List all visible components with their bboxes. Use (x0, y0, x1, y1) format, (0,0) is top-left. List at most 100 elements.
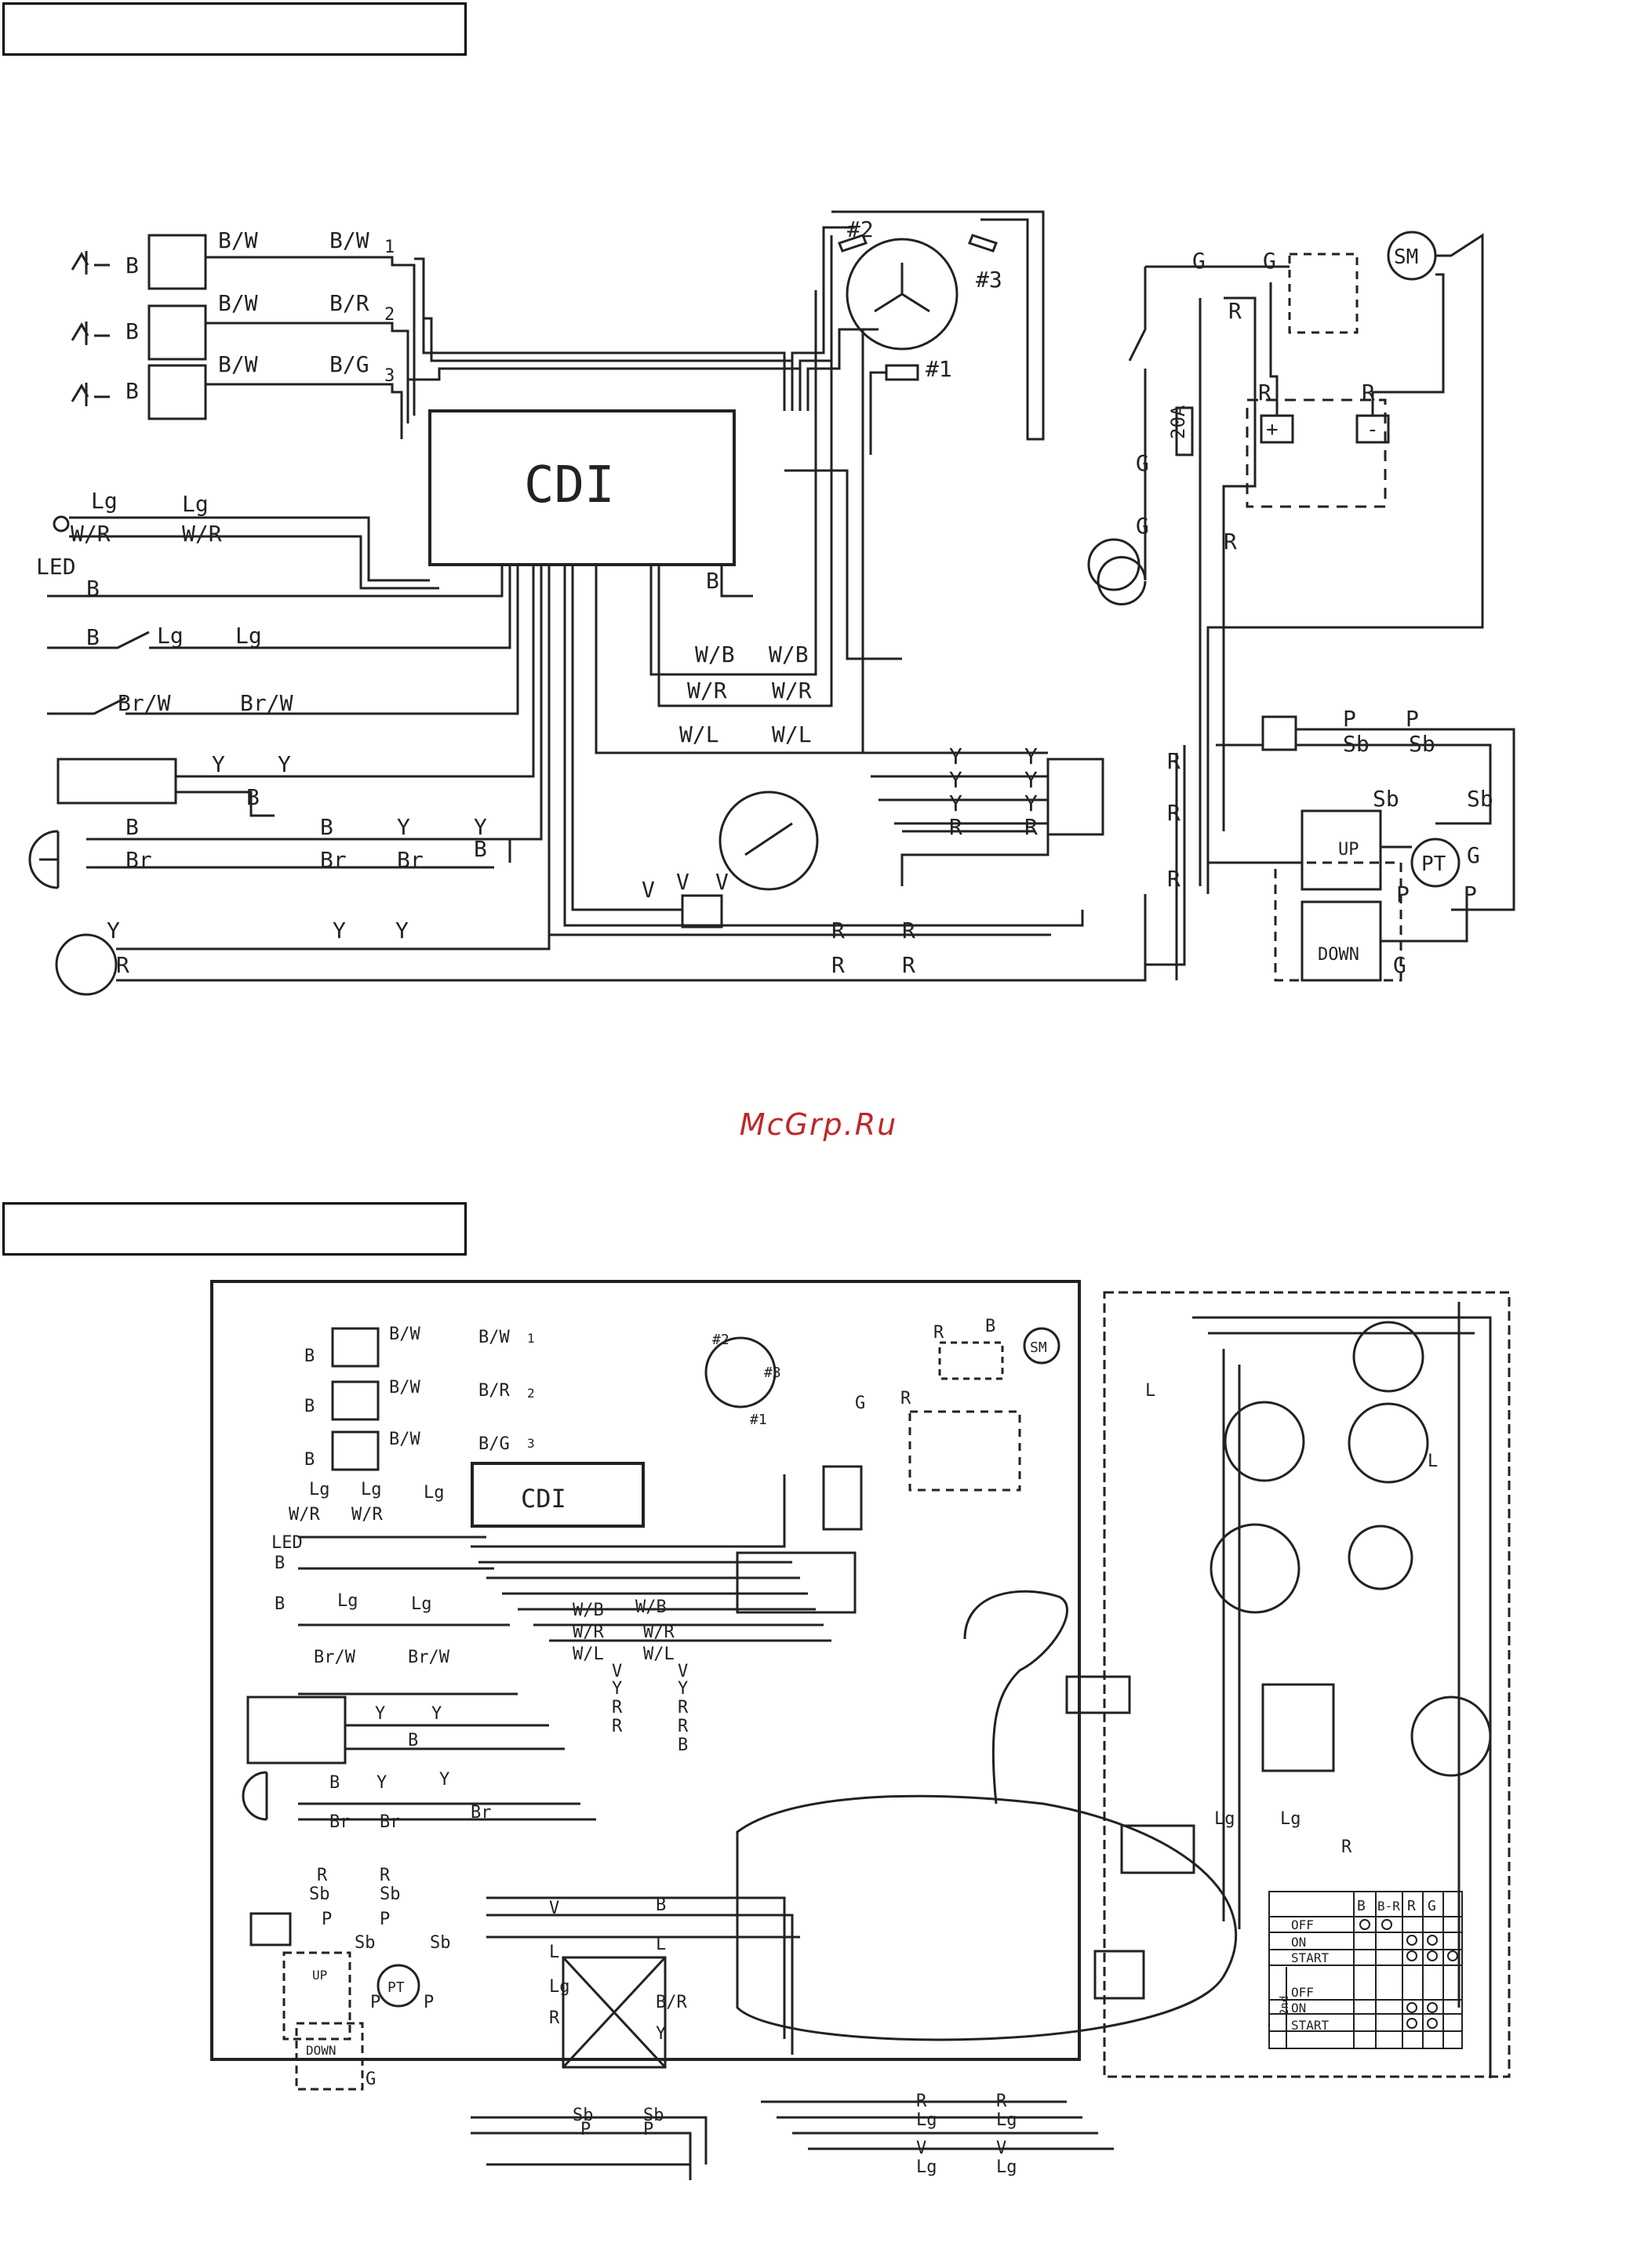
wire-color-label: Y (397, 814, 410, 840)
wire-color-label: ON (1291, 1935, 1306, 1950)
wire-color-label: B/W (218, 351, 258, 377)
ignition-switch-table (1268, 1891, 1463, 2049)
wire-color-label: R (1167, 866, 1180, 892)
wire-color-label: P (380, 1910, 390, 1929)
wire-color-label: W/B (635, 1597, 667, 1617)
wire-color-label: R (1258, 380, 1271, 405)
wire-color-label: Br (397, 847, 424, 873)
wire-color-label: R (831, 918, 845, 943)
wire-color-label: Br (329, 1812, 351, 1832)
wire-bw-1 (206, 256, 416, 416)
wire-color-label: L (1145, 1381, 1155, 1401)
up-label: UP (1338, 840, 1359, 860)
wire-color-label: Y (431, 1704, 442, 1724)
wire-color-label: W/B (573, 1601, 604, 1620)
wire-color-label: R (380, 1866, 391, 1885)
wire-color-label: B (126, 318, 139, 344)
wire-color-label: Y (333, 918, 346, 943)
wire-color-label: B/R (478, 1381, 510, 1401)
wire-color-label: L (1428, 1452, 1438, 1471)
wire-color-label: Sb (1409, 731, 1435, 757)
wire-color-label: B/W (218, 290, 258, 316)
wire-color-label: W/R (289, 1505, 320, 1525)
wire-color-label: P (1406, 706, 1419, 732)
wire-color-label: OFF (1291, 1985, 1314, 2000)
wire-color-label: W/B (769, 642, 809, 667)
wire-color-label: R (549, 2008, 560, 2028)
wire-color-label: W/R (182, 521, 222, 547)
wire-color-label: G (855, 1394, 865, 1413)
wire-color-label: W/L (679, 721, 719, 747)
wire-color-label: B (275, 1554, 285, 1573)
gauge-3 (1348, 1402, 1429, 1484)
wire-color-label: B (678, 1736, 688, 1755)
wire-color-label: P (1343, 706, 1356, 732)
pickup-coil-1 (885, 364, 919, 381)
ign1-label: 1 (384, 238, 395, 257)
key-switch (1065, 1675, 1131, 1714)
wire-color-label: R (1341, 1837, 1352, 1857)
key-switch (1087, 538, 1140, 591)
wire-color-label: Y (949, 743, 962, 769)
wire-color-label: B (706, 568, 719, 594)
wire-color-label: P (424, 1993, 434, 2012)
switch-table-marks (1359, 1919, 1458, 2029)
wire-color-label: Br (320, 847, 347, 873)
pt-label: PT (1421, 852, 1446, 876)
wire-color-label: B (1357, 1898, 1366, 1914)
wire-color-label: Lg (424, 1483, 445, 1503)
wire-color-label: V (612, 1662, 622, 1681)
wire-color-label: R (678, 1717, 689, 1736)
top-title-box (2, 2, 467, 56)
ignition-coil-3 (147, 364, 207, 420)
wire-color-label: Sb (1343, 731, 1370, 757)
wire-color-label: P (580, 2120, 591, 2139)
wire-color-label: W/L (573, 1645, 604, 1664)
wire-color-label: R (831, 952, 845, 978)
wire-color-label: Lg (235, 623, 262, 649)
wire-color-label: OFF (1291, 1917, 1314, 1932)
wire-color-label: R (1167, 748, 1180, 774)
wire-color-label: W/R (687, 678, 727, 703)
wire-color-label: Y (439, 1770, 449, 1790)
wire-color-label: ON (1291, 2001, 1306, 2015)
top-labels: CDI LED SM PT UP DOWN + - 20A #1 #2 #3 1… (36, 216, 1493, 978)
wire-color-label: Br (380, 1812, 401, 1832)
trim-relay-up (1301, 809, 1382, 891)
wire-color-label: R (1224, 529, 1237, 554)
wire-color-label: Y (212, 751, 225, 777)
ignition-coil-2 (147, 304, 207, 361)
wire-color-label: Lg (1280, 1809, 1301, 1829)
wire-color-label: B (320, 814, 333, 840)
sm-label: SM (1030, 1339, 1047, 1356)
wire-color-label: G (1136, 450, 1149, 476)
trim-sender-box (246, 1696, 347, 1765)
pickup-coil-3 (968, 234, 998, 253)
wire-color-label: B (408, 1731, 418, 1750)
pt-label: PT (387, 1979, 405, 1996)
starter-relay (1288, 253, 1359, 334)
wire-color-label: Br/W (240, 690, 293, 716)
wire-color-label: R (949, 814, 962, 840)
wire-color-label: B (275, 1594, 285, 1614)
wire-color-label: 2 (527, 1386, 535, 1401)
wire-color-label: Sb (355, 1933, 376, 1953)
wire-color-label: R (116, 952, 129, 978)
buzzer (1093, 1950, 1145, 2000)
pt-motor (1410, 838, 1461, 888)
cdi-unit (471, 1462, 645, 1528)
wire-color-label: G (1428, 1898, 1436, 1914)
ignition-coil-1 (147, 234, 207, 290)
wire-color-label: Y (107, 918, 120, 943)
wire-color-label: Lg (157, 623, 184, 649)
wire-color-label: Lg (337, 1591, 358, 1611)
wire-color-label: Sb (380, 1885, 401, 1904)
wire-color-label: Lg (996, 2110, 1017, 2130)
wire-color-label: #2 (712, 1332, 729, 1348)
meter-panel (1103, 1291, 1511, 2078)
wire-color-label: V (916, 2139, 926, 2158)
up-label: UP (312, 1968, 327, 1983)
wire-color-label: R (1024, 814, 1038, 840)
wire-color-label: G (1393, 952, 1406, 978)
wire-color-label: V (642, 877, 655, 903)
